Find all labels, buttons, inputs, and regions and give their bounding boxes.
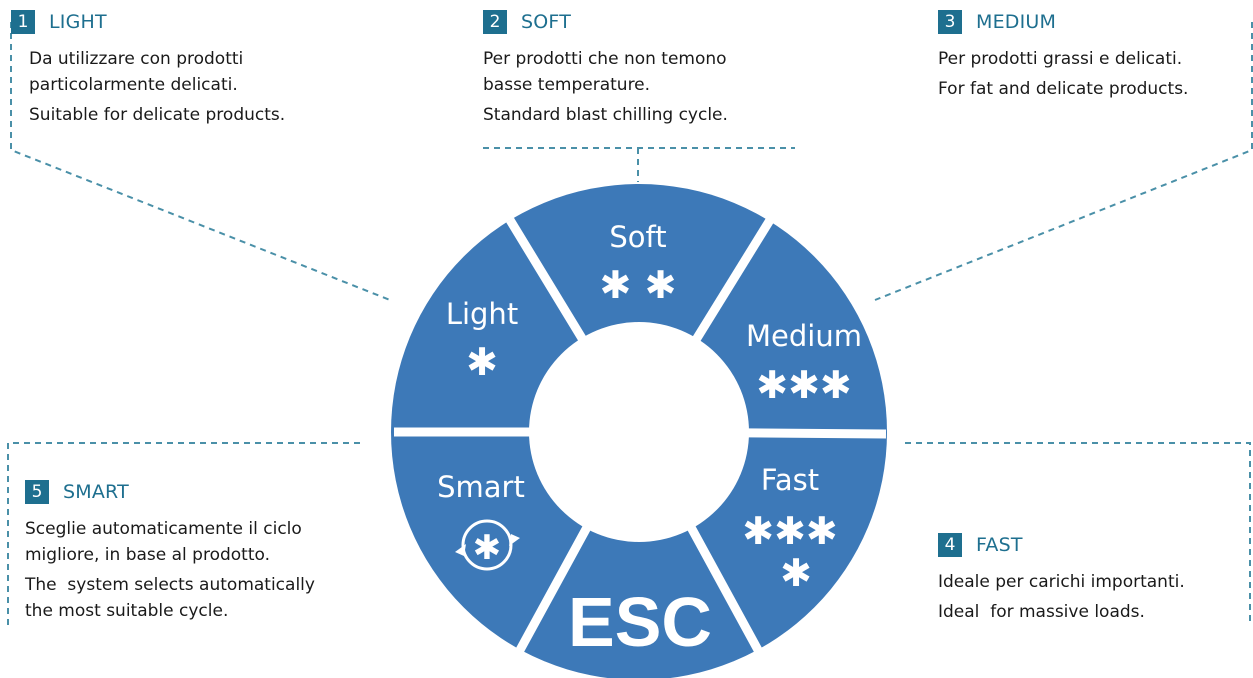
section-fast: 4 FAST Ideale per carichi importanti. Id… [938,533,1185,625]
text-line: Ideale per carichi importanti. [938,572,1185,592]
italian-text: Ideale per carichi importanti. [938,569,1185,595]
text-line: basse temperature. [483,75,651,95]
english-text: Standard blast chilling cycle. [483,102,728,128]
two-snowflakes-icon: ✱ ✱ [600,263,677,307]
one-snowflake-icon: ✱ [466,340,498,384]
section-soft: 2 SOFT Per prodotti che non temono basse… [483,10,728,128]
four-snowflakes-icon: ✱✱✱ [742,509,838,553]
text-line: particolarmente delicati. [29,75,238,95]
cycling-snowflake-icon: ✱ [455,519,520,571]
text-line: Suitable for delicate products. [29,105,286,125]
svg-text:✱: ✱ [473,528,502,568]
text-line: the most suitable cycle. [25,601,229,621]
section-title: MEDIUM [976,11,1057,33]
section-number: 3 [938,10,962,34]
english-text: The system selects automatically the mos… [25,572,315,624]
text-line: Da utilizzare con prodotti [29,49,244,69]
section-number: 2 [483,10,507,34]
segment-smart[interactable]: Smart ✱ [437,470,525,571]
section-header: 3 MEDIUM [938,10,1188,34]
section-number: 4 [938,533,962,557]
segment-soft-label: Soft [609,220,666,254]
section-header: 5 SMART [25,480,315,504]
english-text: For fat and delicate products. [938,76,1188,102]
section-body: Sceglie automaticamente il ciclo miglior… [25,516,315,624]
section-body: Ideale per carichi importanti. Ideal for… [938,569,1185,625]
segment-smart-label: Smart [437,470,525,504]
section-body: Per prodotti grassi e delicati. For fat … [938,46,1188,102]
section-body: Per prodotti che non temono basse temper… [483,46,728,128]
text-line: Per prodotti grassi e delicati. [938,49,1183,69]
text-line: Per prodotti che non temono [483,49,727,69]
section-header: 4 FAST [938,533,1185,557]
text-line: The system selects automatically [25,575,315,595]
segment-soft[interactable]: Soft ✱ ✱ [600,220,677,307]
segment-medium[interactable]: Medium ✱✱✱ [746,319,862,407]
text-line: Standard blast chilling cycle. [483,105,728,125]
three-snowflakes-icon: ✱✱✱ [756,363,852,407]
fourth-snowflake-glyph: ✱ [780,551,812,595]
italian-text: Per prodotti grassi e delicati. [938,46,1188,72]
section-title: SOFT [521,11,572,33]
section-number: 1 [11,10,35,34]
segment-fast-label: Fast [761,463,819,497]
italian-text: Per prodotti che non temono basse temper… [483,46,728,98]
section-smart: 5 SMART Sceglie automaticamente il ciclo… [11,480,315,624]
english-text: Ideal for massive loads. [938,599,1185,625]
segment-medium-label: Medium [746,319,862,353]
section-header: 2 SOFT [483,10,728,34]
section-title: LIGHT [49,11,107,33]
segment-light-label: Light [446,297,518,331]
section-title: FAST [976,534,1023,556]
wheel-center [529,322,749,542]
section-light: 1 LIGHT Da utilizzare con prodotti parti… [11,10,285,128]
esc-label: ESC [568,583,712,661]
section-body: Da utilizzare con prodotti particolarmen… [29,46,285,128]
section-title: SMART [63,481,129,503]
section-header: 1 LIGHT [11,10,285,34]
text-line: Ideal for massive loads. [938,602,1145,622]
italian-text: Da utilizzare con prodotti particolarmen… [29,46,285,98]
text-line: Sceglie automaticamente il ciclo [25,519,302,539]
italian-text: Sceglie automaticamente il ciclo miglior… [25,516,315,568]
english-text: Suitable for delicate products. [29,102,285,128]
section-number: 5 [25,480,49,504]
segment-fast[interactable]: Fast ✱✱✱ ✱ [742,463,838,595]
esc-button[interactable]: ESC [568,583,712,661]
segment-light[interactable]: Light ✱ [446,297,518,384]
text-line: migliore, in base al prodotto. [25,545,271,565]
text-line: For fat and delicate products. [938,79,1189,99]
section-medium: 3 MEDIUM Per prodotti grassi e delicati.… [938,10,1188,102]
